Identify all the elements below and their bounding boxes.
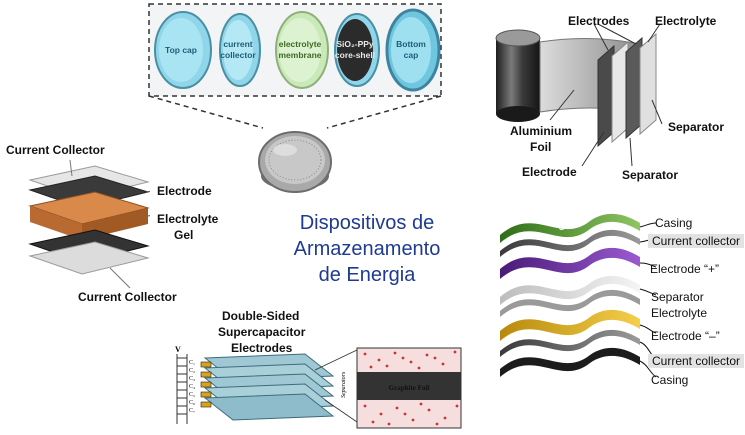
cell-label-c2: C₂ (189, 368, 195, 374)
laminate-stack-figure (10, 159, 161, 290)
disc-label-top-cap: Top cap (165, 45, 197, 55)
coin-cell-photo (258, 131, 332, 193)
label-current-collector-bottom-right: Current collector (648, 354, 745, 368)
supercap-circuit-diagram: V C₁ C₂ C₃ C₄ C₅ C₆ C₇ (175, 345, 195, 424)
current-collector-bottom-layer (28, 241, 150, 275)
disc-electrolyte-membrane: electrolyte membrane (275, 11, 329, 89)
label-current-collector-top-right: Current collector (648, 234, 745, 248)
label-casing-top: Casing (655, 216, 693, 230)
separator-sheet-2 (639, 32, 657, 136)
supercap-figure: V C₁ C₂ C₃ C₄ C₅ C₆ C₇ (165, 340, 465, 430)
title-line-3: de Energia (318, 264, 416, 286)
title-line-2: Armazenamento (293, 238, 441, 260)
current-collector-top-layer (500, 229, 640, 257)
disc-sio2-ppy-core-shell: SiO₂-PPy core-shell (334, 13, 380, 87)
supercap-heading-3: Electrodes (231, 341, 293, 355)
label-aluminium-2: Foil (530, 140, 552, 154)
current-collector-bottom-layer (500, 329, 640, 357)
cell-label-c3: C₃ (189, 376, 195, 382)
supercap-heading-1: Double-Sided (222, 309, 300, 323)
svg-text:Bottom: Bottom (396, 39, 426, 49)
label-electrolyte-roll: Electrolyte (655, 14, 717, 28)
label-separator-bottom: Separator (622, 168, 679, 182)
label-electrolyte-gel-2: Gel (174, 228, 194, 242)
separator-layer (500, 275, 640, 305)
cell-label-c4: C₄ (189, 384, 195, 390)
svg-text:collector: collector (220, 50, 256, 60)
svg-text:cap: cap (404, 50, 419, 60)
svg-text:electrolyte: electrolyte (279, 39, 322, 49)
graphite-foil-label: Graphite Foil (389, 384, 430, 392)
supercap-plate-stack (200, 353, 335, 421)
label-separator-right: Separator (668, 120, 725, 134)
rolled-cell-figure (490, 20, 690, 180)
page-title: Dispositivos de Armazenamento de Energia (262, 210, 472, 288)
label-electrodes: Electrodes (568, 14, 630, 28)
coin-cell-figure: Top cap current collector electrolyte me… (145, 0, 445, 200)
electrolyte-layer (500, 289, 640, 317)
electrode-plus-layer (500, 247, 640, 279)
label-aluminium-1: Aluminium (510, 124, 572, 138)
casing-top-layer (500, 213, 640, 243)
label-electrode-minus: Electrode “–” (651, 329, 720, 343)
label-electrode-plus: Electrode “+” (650, 262, 720, 276)
label-electrode-left: Electrode (157, 184, 212, 198)
label-casing-bottom: Casing (651, 373, 689, 387)
disc-bottom-cap: Bottom cap (385, 8, 441, 92)
voltage-label: V (175, 345, 181, 354)
svg-text:current: current (223, 39, 252, 49)
label-current-collector-top: Current Collector (6, 143, 105, 157)
label-electrode-roll: Electrode (522, 165, 577, 179)
cell-label-c7: C₇ (189, 408, 195, 414)
cell-label-c6: C₆ (189, 400, 195, 406)
electrode-minus-layer (500, 309, 640, 341)
aluminium-roll (496, 38, 540, 114)
label-current-collector-bottom: Current Collector (78, 290, 177, 304)
casing-bottom-layer (500, 347, 640, 377)
label-electrolyte-gel-1: Electrolyte (157, 212, 219, 226)
disc-current-collector: current collector (219, 13, 261, 87)
cell-label-c5: C₅ (189, 392, 195, 398)
disc-top-cap: Top cap (154, 11, 212, 89)
label-separator-flex: Separator (651, 290, 704, 304)
svg-text:SiO₂-PPy: SiO₂-PPy (336, 39, 374, 49)
svg-text:membrane: membrane (279, 50, 322, 60)
svg-text:core-shell: core-shell (335, 50, 375, 60)
cell-label-c1: C₁ (189, 360, 195, 366)
separators-label: Separators (341, 371, 347, 398)
flexible-battery-figure (490, 205, 660, 400)
graphite-foil-panel: Graphite Foil (356, 347, 462, 429)
title-line-1: Dispositivos de (299, 212, 435, 234)
label-electrolyte-flex: Electrolyte (651, 306, 708, 320)
supercap-heading-2: Supercapacitor (218, 325, 306, 339)
